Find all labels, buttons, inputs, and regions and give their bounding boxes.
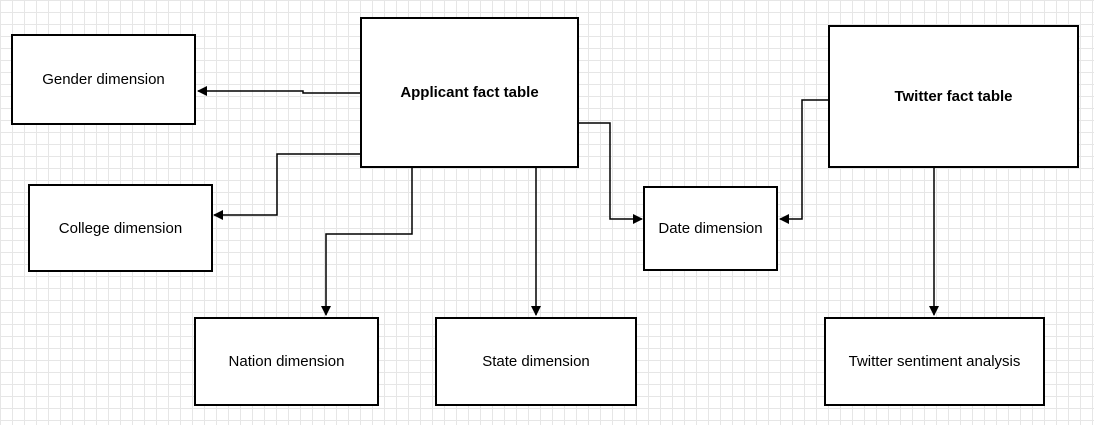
node-label: Twitter fact table: [894, 88, 1013, 105]
node-date-dimension[interactable]: Date dimension: [643, 186, 778, 271]
node-label: Nation dimension: [228, 353, 345, 370]
node-label: State dimension: [482, 353, 590, 370]
edge-applicant-to-nation: [321, 168, 413, 316]
edge-applicant-to-college: [213, 153, 361, 220]
node-twitter-sentiment-analysis[interactable]: Twitter sentiment analysis: [824, 317, 1045, 406]
node-nation-dimension[interactable]: Nation dimension: [194, 317, 379, 406]
node-state-dimension[interactable]: State dimension: [435, 317, 637, 406]
node-label: College dimension: [58, 219, 183, 237]
node-label: Applicant fact table: [400, 84, 539, 101]
node-label: Gender dimension: [42, 71, 165, 88]
edge-applicant-to-date: [578, 122, 643, 224]
edge-twitter-to-date: [779, 99, 829, 224]
edge-applicant-to-gender: [197, 86, 361, 96]
node-applicant-fact-table[interactable]: Applicant fact table: [360, 17, 579, 168]
node-label: Twitter sentiment analysis: [848, 353, 1021, 370]
node-label: Date dimension: [658, 220, 763, 237]
node-gender-dimension[interactable]: Gender dimension: [11, 34, 196, 125]
node-twitter-fact-table[interactable]: Twitter fact table: [828, 25, 1079, 168]
node-college-dimension[interactable]: College dimension: [28, 184, 213, 272]
